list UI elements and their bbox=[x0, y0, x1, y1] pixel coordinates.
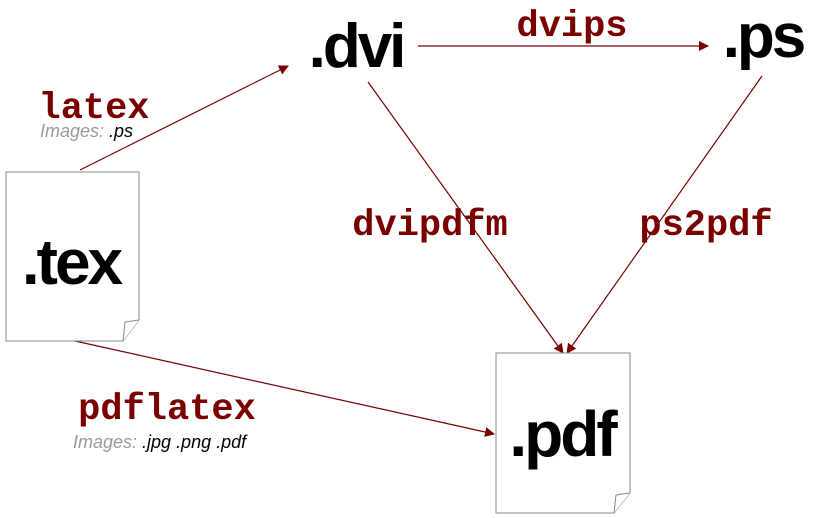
pdflatex-images-note: Images:.jpg .png .pdf bbox=[73, 432, 248, 452]
arrow-tex-to-pdf bbox=[74, 340, 495, 437]
pdf-document-icon bbox=[495, 352, 631, 514]
dvips-tool-label: dvips bbox=[516, 6, 627, 48]
ps-format-label: .ps bbox=[723, 2, 804, 71]
tex-document-icon bbox=[5, 171, 140, 342]
arrow-tex-to-dvi bbox=[79, 65, 289, 171]
pdflatex-tool-label: pdflatex bbox=[78, 389, 256, 431]
pdflatex-images-value: .jpg .png .pdf bbox=[142, 432, 248, 452]
latex-images-key: Images: bbox=[40, 121, 104, 141]
pdf-format-label: .pdf bbox=[509, 398, 618, 470]
latex-images-note: Images:.ps bbox=[40, 121, 133, 141]
latex-images-value: .ps bbox=[109, 121, 133, 141]
arrow-ps-to-pdf bbox=[566, 75, 763, 354]
arrow-dvi-to-pdf bbox=[367, 81, 564, 354]
dvipdfm-tool-label: dvipdfm bbox=[352, 205, 507, 247]
latex-tool-label: latex bbox=[38, 88, 149, 130]
dvi-format-label: .dvi bbox=[309, 12, 404, 81]
pdflatex-images-key: Images: bbox=[73, 432, 137, 452]
ps2pdf-tool-label: ps2pdf bbox=[639, 205, 772, 247]
tex-format-label: .tex bbox=[22, 226, 124, 298]
